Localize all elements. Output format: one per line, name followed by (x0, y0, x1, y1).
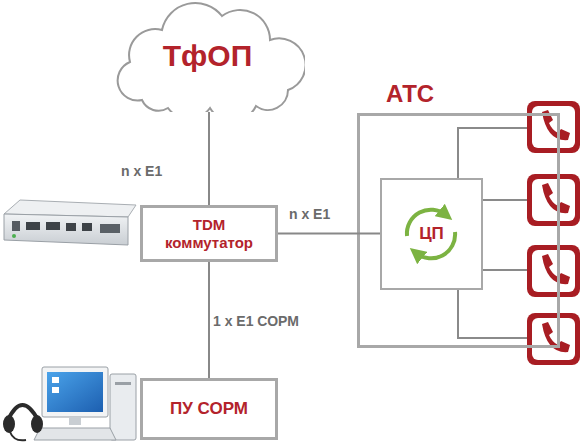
pc-drive (115, 382, 131, 385)
phone-wire (458, 128, 527, 178)
cloud-shape (118, 3, 305, 112)
headset-ear (31, 415, 43, 433)
box-label: ЦП (419, 224, 444, 244)
phone-symbol (527, 245, 580, 297)
rack-device (4, 200, 136, 245)
pc-tower (110, 374, 136, 440)
operator-computer (34, 367, 136, 440)
device-port (46, 222, 60, 230)
pc-keyboard (34, 428, 116, 440)
pc-stand (69, 417, 81, 425)
headset-ear (3, 415, 15, 433)
exchange-box: АТСЦП (357, 113, 560, 348)
box-label: TDM коммутатор (157, 216, 261, 251)
link-line (278, 233, 380, 235)
cpu-box: ЦП (380, 178, 483, 290)
link-line (208, 262, 210, 378)
box-heading: АТС (386, 80, 434, 108)
device-port (12, 221, 20, 231)
box-label: ТфОП (163, 39, 252, 74)
link-line (208, 112, 210, 205)
pc-screen (47, 372, 103, 412)
device-led (12, 234, 16, 238)
device-front (4, 214, 128, 245)
phone-symbol (527, 313, 580, 365)
pc-monitor (42, 367, 108, 417)
device-port (100, 224, 120, 233)
device-port (66, 223, 76, 231)
link-label: n x E1 (121, 163, 162, 179)
box-label: ПУ СОРМ (170, 399, 248, 419)
phone-wires (458, 128, 527, 338)
cycle-icon (407, 210, 455, 259)
network-cloud: ТфОП (110, 0, 305, 112)
sorm-console-box: ПУ СОРМ (140, 378, 278, 440)
phone-wire (483, 199, 527, 201)
device-port (26, 222, 40, 230)
device-port (82, 223, 92, 231)
link-label: n x E1 (289, 206, 330, 222)
screen-icon (52, 387, 59, 393)
phone-wire (458, 290, 527, 338)
link-label: 1 x E1 СОРМ (213, 313, 299, 329)
headset (3, 405, 43, 440)
headset-mic (10, 432, 26, 440)
phone-wire (483, 269, 527, 271)
phone-symbol (527, 174, 580, 226)
switch-box: TDM коммутатор (140, 205, 278, 262)
phone-symbol (527, 101, 580, 153)
screen-icon (52, 377, 59, 383)
